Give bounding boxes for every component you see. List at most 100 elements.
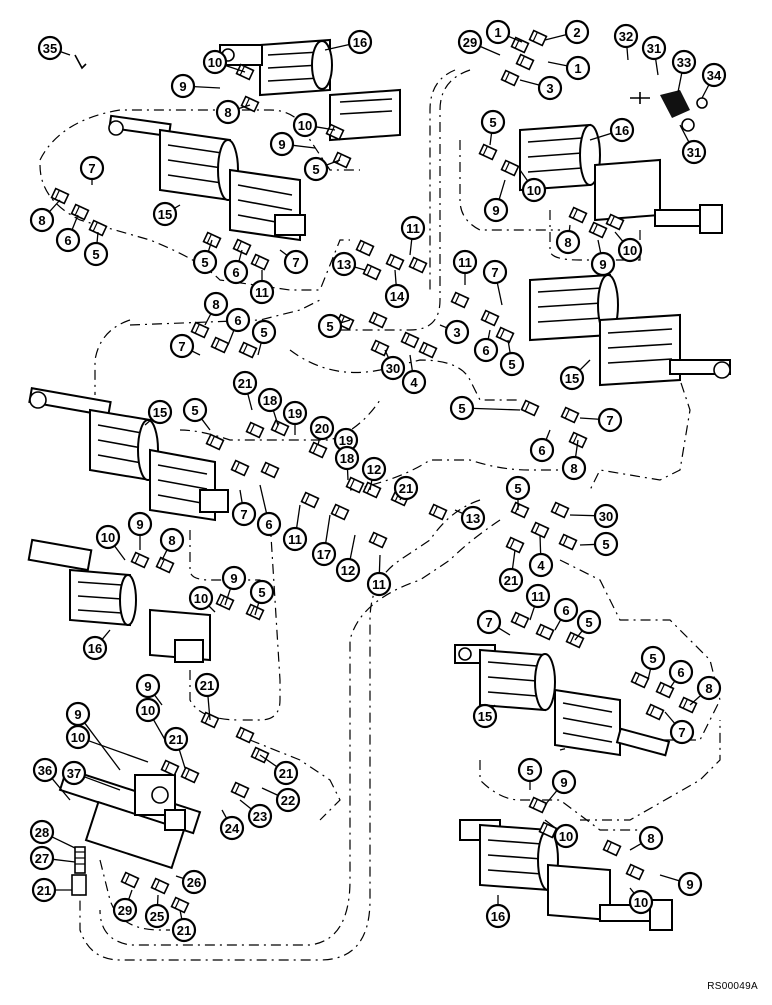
callout-number: 5 <box>191 403 198 418</box>
callout-number: 9 <box>74 707 81 722</box>
callout-10: 10 <box>523 179 545 201</box>
leader-c5h <box>202 419 210 430</box>
leader-c7d <box>192 351 200 355</box>
callout-5: 5 <box>519 759 541 781</box>
leader-c9a <box>194 87 220 88</box>
callout-number: 8 <box>570 461 577 476</box>
callout-number: 26 <box>187 875 201 890</box>
callout-number: 6 <box>482 343 489 358</box>
callout-number: 17 <box>317 547 331 562</box>
leader-c30b <box>570 515 595 516</box>
callout-number: 8 <box>705 681 712 696</box>
callout-8: 8 <box>698 677 720 699</box>
callout-10: 10 <box>190 587 212 609</box>
callout-1: 1 <box>487 21 509 43</box>
callout-number: 21 <box>177 923 191 938</box>
callout-number: 19 <box>339 433 353 448</box>
callout-21: 21 <box>173 919 195 941</box>
callout-number: 37 <box>67 766 81 781</box>
callout-36: 36 <box>34 759 56 781</box>
callout-6: 6 <box>531 439 553 461</box>
fitting-13 <box>502 71 519 86</box>
callout-number: 9 <box>492 203 499 218</box>
callout-5: 5 <box>184 399 206 421</box>
callout-9: 9 <box>172 75 194 97</box>
callout-6: 6 <box>227 309 249 331</box>
fitting-46 <box>552 503 569 518</box>
callout-6: 6 <box>670 661 692 683</box>
callout-number: 11 <box>372 577 386 592</box>
leader-c34 <box>702 85 709 98</box>
callout-number: 33 <box>677 55 691 70</box>
callout-11: 11 <box>368 573 390 595</box>
callout-number: 15 <box>478 709 492 724</box>
callout-number: 20 <box>315 421 329 436</box>
fitting-12 <box>530 31 547 46</box>
callout-number: 5 <box>585 615 592 630</box>
leader-c22 <box>262 788 278 795</box>
fitting-27 <box>370 313 387 328</box>
callout-9: 9 <box>485 199 507 221</box>
leader-c11e <box>379 555 380 573</box>
callout-number: 24 <box>225 821 240 836</box>
callout-number: 21 <box>238 376 252 391</box>
callout-6: 6 <box>258 513 280 535</box>
callout-number: 31 <box>687 145 701 160</box>
callout-number: 3 <box>453 325 460 340</box>
fitting-31 <box>192 323 209 338</box>
fitting-22 <box>410 258 427 273</box>
fitting-28 <box>402 333 419 348</box>
callout-number: 18 <box>263 393 277 408</box>
callout-number: 27 <box>35 851 49 866</box>
callout-9: 9 <box>67 703 89 725</box>
callout-3: 3 <box>539 77 561 99</box>
callout-16: 16 <box>487 905 509 927</box>
callout-10: 10 <box>137 699 159 721</box>
leader-c9b <box>293 145 315 148</box>
callout-number: 16 <box>491 909 505 924</box>
leader-c23 <box>240 800 251 809</box>
callout-21: 21 <box>33 879 55 901</box>
leader-c5g <box>258 343 261 355</box>
callout-number: 35 <box>43 41 57 56</box>
callout-number: 10 <box>623 243 637 258</box>
leader-c7e <box>580 418 599 419</box>
callout-number: 21 <box>169 732 183 747</box>
callout-5: 5 <box>194 251 216 273</box>
fitting-63 <box>657 683 674 698</box>
callout-number: 13 <box>466 511 480 526</box>
leader-c5d <box>490 133 492 145</box>
callout-6: 6 <box>225 261 247 283</box>
fitting-38 <box>347 478 364 493</box>
leader-c27 <box>53 859 75 862</box>
leader-c4a <box>410 355 412 371</box>
callout-8: 8 <box>640 827 662 849</box>
callout-7: 7 <box>671 721 693 743</box>
leader-c6h <box>670 681 675 688</box>
callout-number: 5 <box>258 585 265 600</box>
fitting-45 <box>512 503 529 518</box>
callout-number: 21 <box>504 573 518 588</box>
leader-c32 <box>627 47 628 60</box>
callout-5: 5 <box>305 158 327 180</box>
callout-number: 16 <box>353 35 367 50</box>
leader-c6f <box>260 485 267 513</box>
callout-number: 1 <box>574 61 581 76</box>
callout-8: 8 <box>563 457 585 479</box>
callout-28: 28 <box>31 821 53 843</box>
callout-12: 12 <box>363 458 385 480</box>
fitting-20 <box>364 265 381 280</box>
leader-c7c <box>497 283 502 305</box>
callout-number: 15 <box>153 405 167 420</box>
callout-number: 7 <box>606 413 613 428</box>
callout-number: 10 <box>71 730 85 745</box>
callout-number: 9 <box>144 679 151 694</box>
callout-number: 25 <box>150 909 164 924</box>
fitting-39 <box>364 483 381 498</box>
callout-number: 9 <box>230 571 237 586</box>
callout-7: 7 <box>478 611 500 633</box>
fitting-3 <box>334 153 351 168</box>
callout-number: 8 <box>224 105 231 120</box>
callout-34: 34 <box>703 64 725 86</box>
